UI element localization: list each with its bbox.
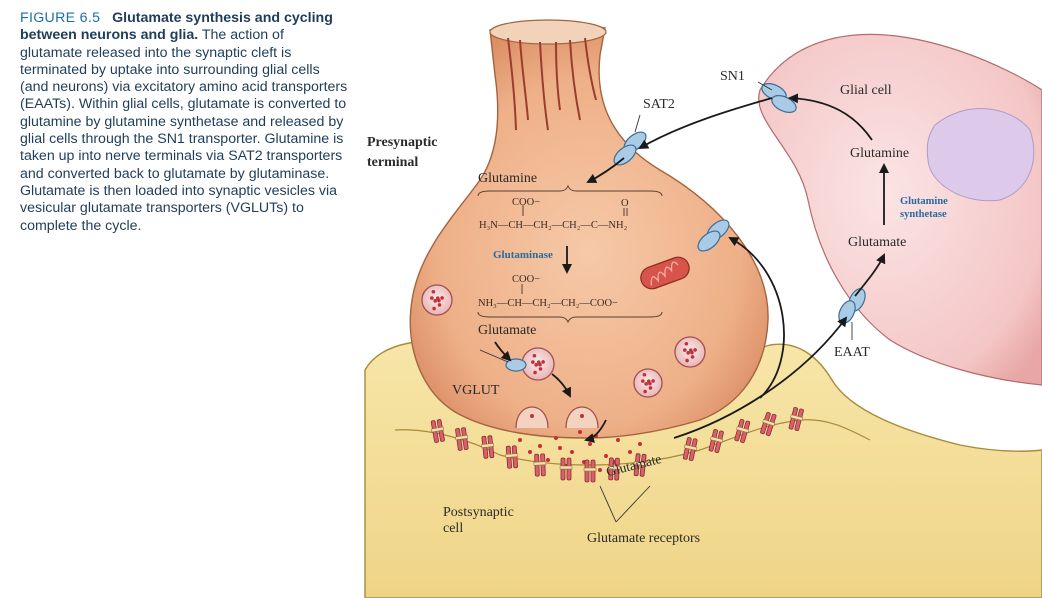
synaptic-vesicle — [421, 284, 453, 316]
glutamate-molecule — [616, 438, 620, 442]
glutamate-molecule — [558, 446, 562, 450]
synaptic-vesicles — [421, 284, 706, 429]
glutaminase-label: Glutaminase — [493, 249, 553, 261]
chemistry-braces — [477, 184, 663, 324]
eaat-label: EAAT — [834, 345, 870, 360]
sat2-to-glutamine-arrow — [586, 157, 625, 183]
axon-cytoskeleton — [507, 37, 597, 131]
cycle-arrows — [494, 93, 889, 443]
chemical-structures: COO− O H₃N—CH—CH₂—CH₂—C—NH₂ COO− NH₃—CH—… — [478, 197, 629, 309]
glutamate-receptor — [430, 419, 445, 443]
glutamate-receptor — [708, 429, 724, 453]
glutamine-synthetase-label-line-2: synthetase — [900, 209, 947, 220]
glutamate-molecule — [638, 442, 642, 446]
glutamate-molecule — [628, 450, 632, 454]
synaptic-vesicle — [633, 368, 663, 398]
figure-caption-body: The action of glutamate released into th… — [20, 27, 348, 234]
postsynaptic-label-line-1: Postsynaptic — [443, 505, 514, 520]
glutamate-molecule — [570, 450, 574, 454]
neuronal-transporter — [697, 219, 730, 252]
fusing-vesicle — [565, 406, 599, 429]
eaat-to-glutamate-arrow — [854, 253, 886, 297]
glutamate-receptor — [734, 419, 751, 444]
release-curve-arrow — [584, 419, 607, 443]
glutamate-molecule — [604, 454, 608, 458]
glutamate-receptor — [481, 435, 495, 459]
sn1-to-sat2-arrow — [638, 97, 773, 149]
glutamine-carboxylate: COO− — [512, 197, 540, 208]
glial-glutamate-label: Glutamate — [848, 235, 906, 250]
neuron-glutamine-label: Glutamine — [478, 171, 537, 186]
sat2-transporter — [613, 131, 647, 166]
figure-caption: FIGURE 6.5 Glutamate synthesis and cycli… — [20, 10, 348, 235]
glutamate-receptor — [559, 457, 573, 481]
label-leader-lines — [479, 81, 853, 523]
glutamate-backbone: NH₃—CH—CH₂—CH₂—COO− — [478, 298, 618, 309]
neuron-glutamate-label: Glutamate — [478, 323, 536, 338]
sn1-label: SN1 — [720, 69, 745, 84]
glutamate-molecule — [598, 468, 602, 472]
mitochondrion — [640, 256, 690, 290]
figure-label: FIGURE 6.5 — [20, 10, 101, 26]
vglut-label: VGLUT — [452, 383, 500, 398]
glutamate-receptors-label: Glutamate receptors — [587, 531, 700, 546]
vglut-to-release-arrow — [551, 373, 571, 398]
glutamate-to-vglut-arrow — [494, 341, 512, 362]
glutamate-receptor-row — [430, 407, 804, 483]
glutamate-receptor — [505, 445, 519, 469]
glutamate-molecule — [578, 430, 582, 434]
glutamine-synthetase-label-line-1: Glutamine — [900, 196, 948, 207]
presynaptic-label-line-1: Presynaptic — [367, 135, 438, 150]
figure-title: Glutamate synthesis and cycling between … — [20, 10, 333, 44]
glutamate-molecule — [518, 438, 522, 442]
fusing-vesicle — [515, 406, 549, 429]
glial-cell-label: Glial cell — [840, 83, 892, 98]
glutamate-receptor — [760, 412, 777, 437]
synaptic-vesicle — [674, 336, 706, 368]
glial-nucleus — [926, 108, 1035, 202]
glutamate-molecule — [554, 436, 558, 440]
postsynaptic-membrane — [394, 419, 871, 466]
glutamate-receptor — [682, 437, 698, 461]
postsynaptic-label-line-2: cell — [443, 521, 463, 536]
glutamate-molecule — [528, 450, 532, 454]
glutamate-receptor — [583, 459, 597, 483]
presynaptic-terminal — [409, 23, 769, 439]
presynaptic-label-line-2: terminal — [367, 155, 418, 170]
glutamate-molecule — [546, 458, 550, 462]
synaptic-vesicle — [521, 347, 555, 381]
glutamate-molecule — [588, 442, 592, 446]
cleft-to-neuron-arrow — [728, 237, 785, 399]
glutamate-cycle-diagram: Presynaptic terminal SN1 SAT2 Glial cell… — [364, 19, 1042, 598]
glutamine-carbonyl-o: O — [621, 198, 629, 209]
glutamate-receptor — [455, 427, 469, 451]
glial-glutamine-label: Glutamine — [850, 146, 909, 161]
glutamate-receptor — [533, 453, 547, 477]
axon-cut-surface — [489, 19, 607, 45]
glutamate-receptor — [788, 407, 804, 431]
glutamate-receptor — [633, 453, 647, 477]
glutamate-receptor — [607, 457, 621, 481]
glutamate-molecule — [538, 444, 542, 448]
vglut-transporter — [505, 358, 527, 372]
sat2-label: SAT2 — [643, 97, 675, 112]
glutamine-backbone: H₃N—CH—CH₂—CH₂—C—NH₂ — [479, 220, 628, 231]
released-glutamate-molecules — [518, 430, 642, 472]
glutamine-to-sn1-arrow — [788, 93, 873, 141]
glutamate-carboxylate: COO− — [512, 274, 540, 285]
